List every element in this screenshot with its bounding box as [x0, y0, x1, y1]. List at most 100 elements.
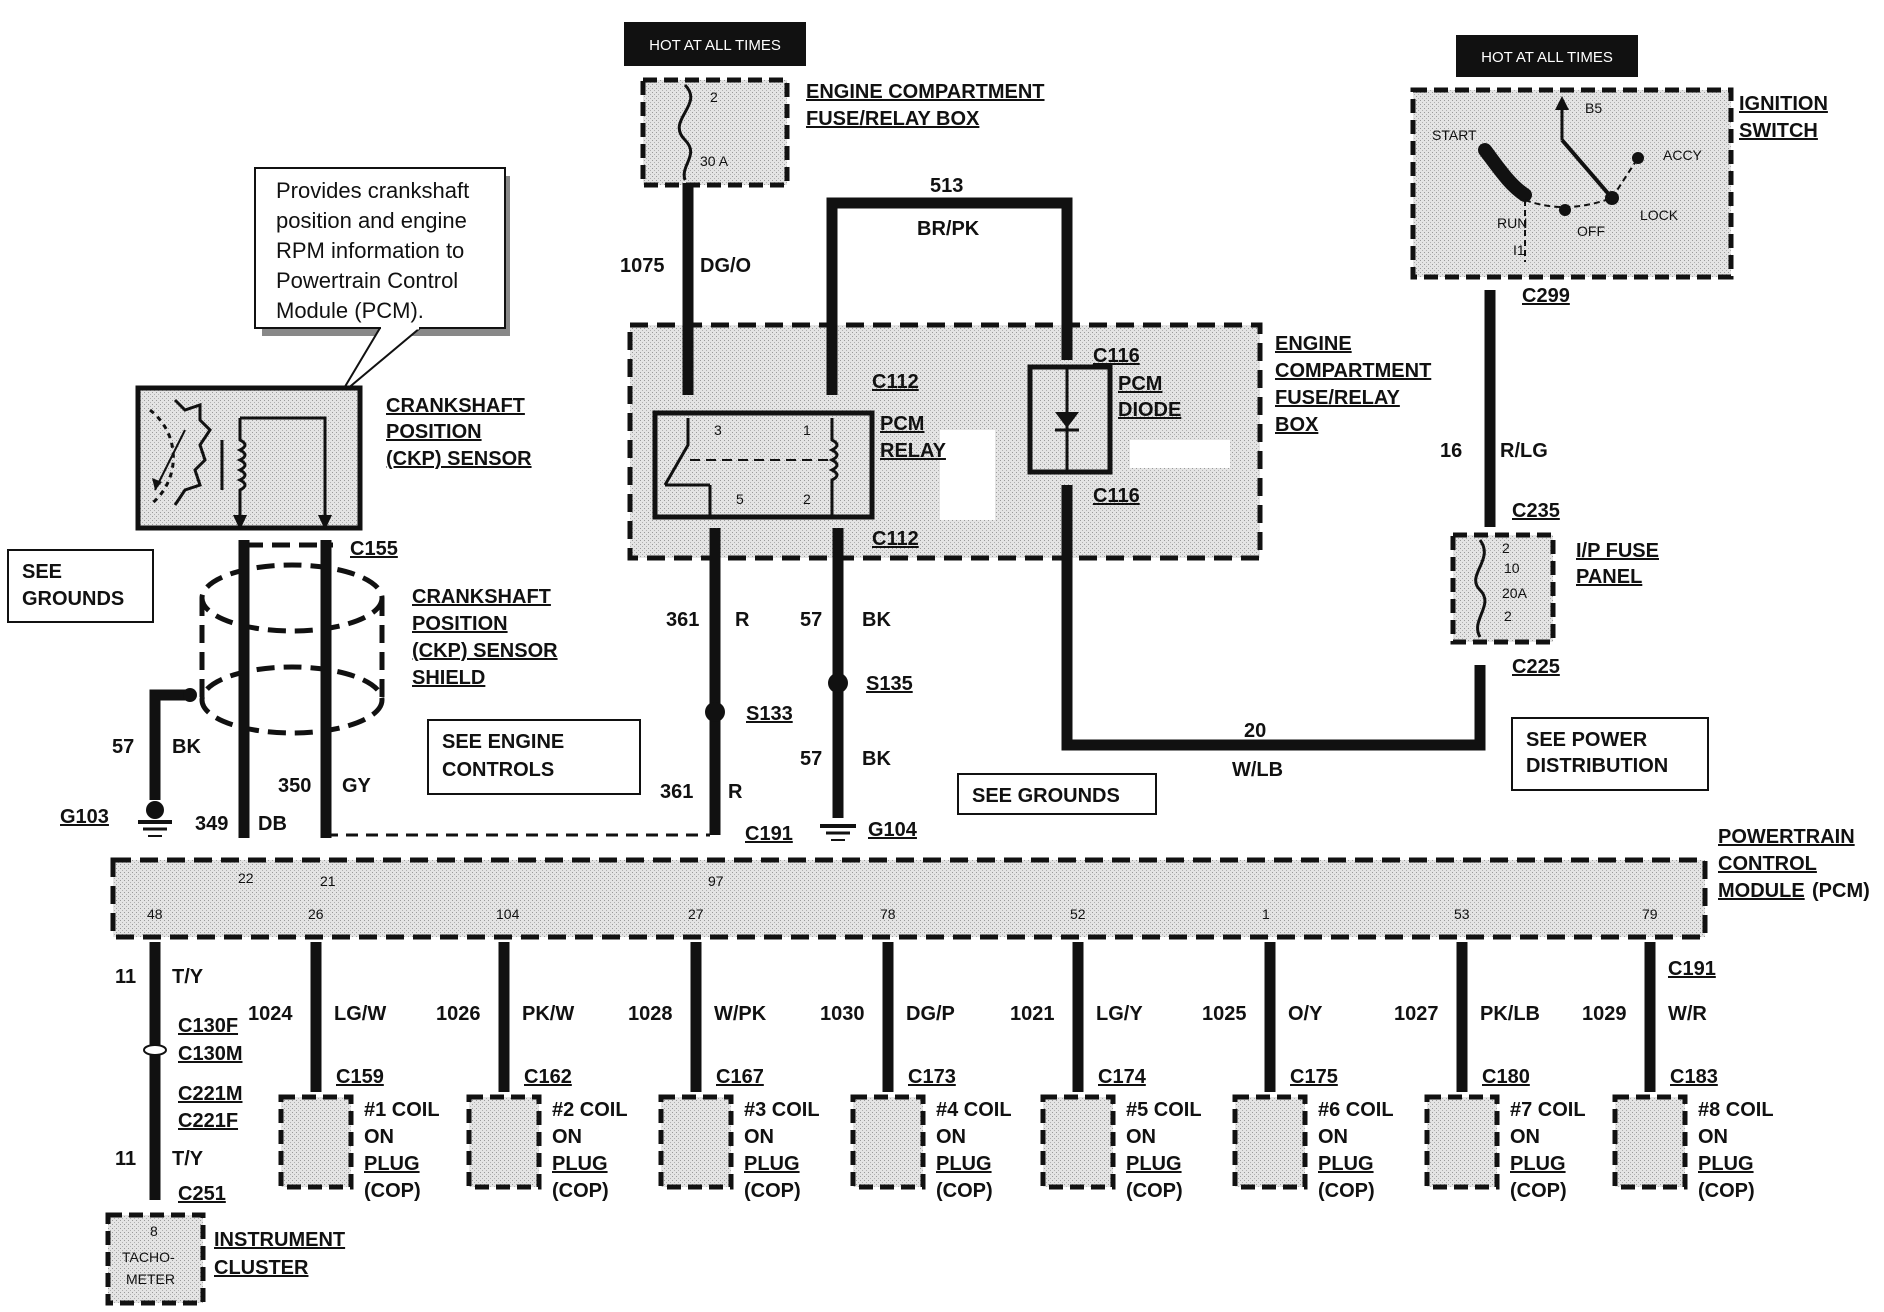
svg-text:GROUNDS: GROUNDS — [22, 588, 124, 610]
coil-wire-color: W/PK — [714, 1003, 767, 1025]
shield-title-2: POSITION — [412, 613, 508, 635]
coil-wire-num: 1021 — [1010, 1003, 1055, 1025]
svg-text:LOCK: LOCK — [1640, 207, 1679, 223]
fuse-box-title-2: FUSE/RELAY BOX — [806, 108, 980, 130]
coil-wire-color: O/Y — [1288, 1003, 1323, 1025]
cluster-title-1: INSTRUMENT — [214, 1229, 345, 1251]
coil-on: ON — [1510, 1126, 1540, 1148]
coil-on: ON — [1318, 1126, 1348, 1148]
coil-name: #8 COIL — [1698, 1099, 1774, 1121]
wire-1075-num: 1075 — [620, 255, 665, 277]
see-grounds-left[interactable]: SEE GROUNDS — [7, 549, 154, 623]
coil-plug: PLUG — [1318, 1153, 1374, 1175]
callout-note: Provides crankshaft position and engine … — [254, 167, 510, 396]
coil-cop: (COP) — [1510, 1180, 1567, 1202]
c130f-label: C130F — [178, 1015, 238, 1037]
coil-connector: C174 — [1098, 1066, 1147, 1088]
coil-wire-num: 1025 — [1202, 1003, 1247, 1025]
ip-fuse-title-2: PANEL — [1576, 566, 1642, 588]
g104-ground — [820, 824, 856, 841]
wire-349-num: 349 — [195, 813, 228, 835]
coil-cop: (COP) — [552, 1180, 609, 1202]
coil-wire-color: LG/W — [334, 1003, 386, 1025]
svg-text:ACCY: ACCY — [1663, 147, 1703, 163]
wire-349-color: DB — [258, 813, 287, 835]
wire-11-lower-color: T/Y — [172, 1148, 204, 1170]
coil-cop: (COP) — [1698, 1180, 1755, 1202]
pcm-pin-48: 48 — [147, 906, 163, 922]
coil-plug: PLUG — [552, 1153, 608, 1175]
coil-cop: (COP) — [936, 1180, 993, 1202]
shield-title-4: SHIELD — [412, 667, 485, 689]
svg-text:5: 5 — [736, 491, 744, 507]
wire-11-upper-color: T/Y — [172, 966, 204, 988]
pcm-diode — [1027, 364, 1113, 475]
coil-cop: (COP) — [1126, 1180, 1183, 1202]
coil-box — [850, 1094, 926, 1190]
svg-text:OFF: OFF — [1577, 223, 1605, 239]
svg-text:START: START — [1432, 127, 1477, 143]
see-grounds-mid[interactable]: SEE GROUNDS — [957, 773, 1157, 815]
wire-350-num: 350 — [278, 775, 311, 797]
svg-text:1: 1 — [803, 422, 811, 438]
relay-title-1: PCM — [880, 413, 924, 435]
coil-plug: PLUG — [1698, 1153, 1754, 1175]
diode-title-1: PCM — [1118, 373, 1162, 395]
coil-plug: PLUG — [364, 1153, 420, 1175]
ignition-title-2: SWITCH — [1739, 120, 1818, 142]
coil-name: #6 COIL — [1318, 1099, 1394, 1121]
c130m-label: C130M — [178, 1043, 242, 1065]
svg-text:2: 2 — [1504, 608, 1512, 624]
see-power-distribution[interactable]: SEE POWER DISTRIBUTION — [1511, 717, 1709, 791]
wire-513-num: 513 — [930, 175, 963, 197]
svg-text:Powertrain Control: Powertrain Control — [276, 268, 458, 293]
c116-top-label: C116 — [1093, 345, 1140, 367]
svg-text:SEE POWER: SEE POWER — [1526, 729, 1648, 751]
coil-wire-color: PK/LB — [1480, 1003, 1540, 1025]
shield-title-3: (CKP) SENSOR — [412, 640, 558, 662]
box-title-4: BOX — [1275, 414, 1319, 436]
coil-name: #4 COIL — [936, 1099, 1012, 1121]
coil-connector: C162 — [524, 1066, 572, 1088]
coil-plug: PLUG — [1126, 1153, 1182, 1175]
box-title-2: COMPARTMENT — [1275, 360, 1431, 382]
pcm-pin-label: 53 — [1454, 906, 1470, 922]
see-engine-controls[interactable]: SEE ENGINE CONTROLS — [427, 719, 641, 795]
g104-label: G104 — [868, 819, 918, 841]
cluster-title-2: CLUSTER — [214, 1257, 309, 1279]
wire-361-upper-num: 361 — [666, 609, 699, 631]
coil-plug: PLUG — [936, 1153, 992, 1175]
coil-plug: PLUG — [744, 1153, 800, 1175]
wire-57-lower-num: 57 — [800, 748, 822, 770]
coil-connector: C183 — [1670, 1066, 1718, 1088]
pcm-pin-label: 27 — [688, 906, 704, 922]
svg-text:HOT AT ALL TIMES: HOT AT ALL TIMES — [1481, 49, 1613, 66]
wire-20-num: 20 — [1244, 720, 1266, 742]
pcm-pin-22: 22 — [238, 870, 254, 886]
pcm-pin-21: 21 — [320, 873, 336, 889]
wire-57-left-color: BK — [172, 736, 201, 758]
coil-on: ON — [364, 1126, 394, 1148]
fuse-box-title-1: ENGINE COMPARTMENT — [806, 81, 1045, 103]
coil-connector: C175 — [1290, 1066, 1338, 1088]
wire-350-color: GY — [342, 775, 372, 797]
coil-box — [658, 1094, 734, 1190]
pcm-pin-label: 78 — [880, 906, 896, 922]
svg-text:20A: 20A — [1502, 585, 1528, 601]
coil-box — [1424, 1094, 1500, 1190]
wire-20-color: W/LB — [1232, 759, 1283, 781]
pcm-pin-label: 104 — [496, 906, 520, 922]
pcm-pin-label: 26 — [308, 906, 324, 922]
svg-text:SEE: SEE — [22, 561, 62, 583]
coil-wire-num: 1026 — [436, 1003, 481, 1025]
coil-connector: C180 — [1482, 1066, 1530, 1088]
ignition-title-1: IGNITION — [1739, 93, 1828, 115]
coil-wire-color: W/R — [1668, 1003, 1707, 1025]
c112-top-label: C112 — [872, 371, 919, 393]
svg-text:B5: B5 — [1585, 100, 1602, 116]
